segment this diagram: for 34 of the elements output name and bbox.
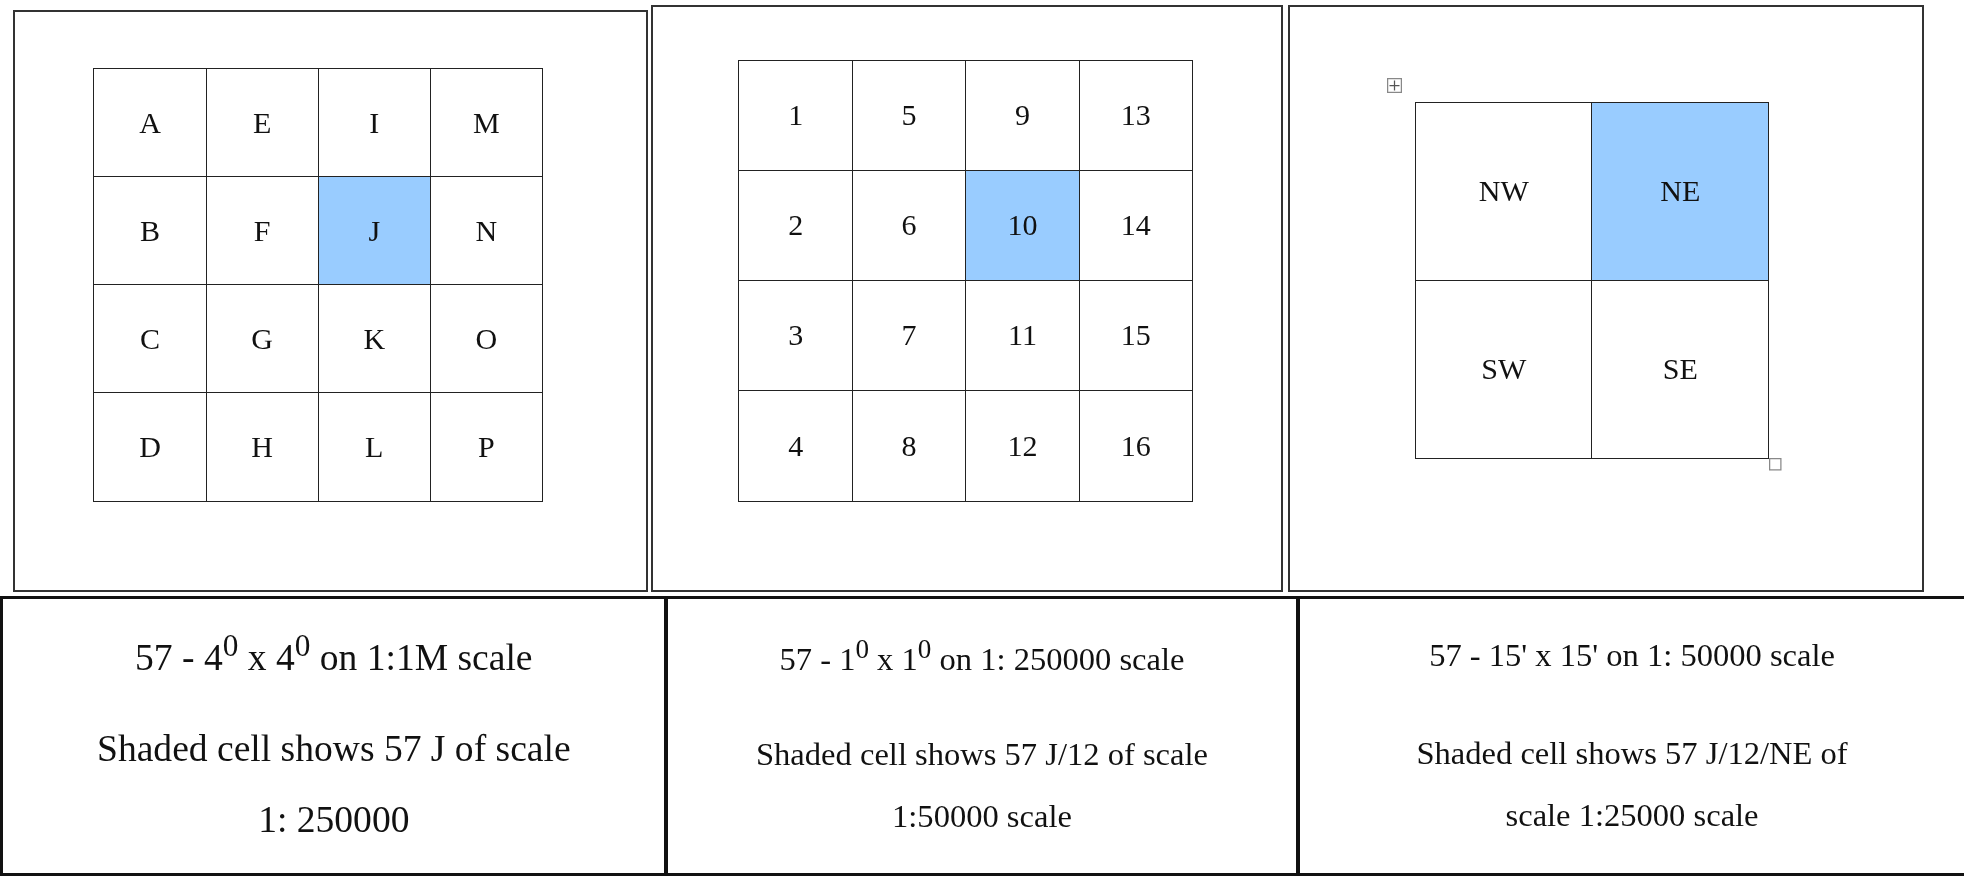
grid-cell: 13 (1078, 59, 1194, 172)
caption-cell (0, 596, 668, 876)
grid-cell: 4 (738, 390, 854, 502)
scale-heading: 57 - 4$^{0}$ x 4$^{0}$ on 1:1M scale (135, 627, 533, 680)
scale-heading: 57 - 15' x 15' on 1: 50000 scale (1429, 635, 1835, 675)
shaded-grid-cell: J (317, 176, 431, 286)
grid-cell: SW (1414, 280, 1593, 460)
grid-cell: C (93, 284, 207, 394)
grid-cell: D (93, 392, 207, 502)
grid-cell: 16 (1078, 390, 1194, 502)
grid-cell: 12 (965, 390, 1080, 502)
grid-cell: O (429, 284, 544, 394)
map-panel (12, 10, 648, 593)
map-panel (1287, 5, 1924, 593)
grid-cell: N (429, 176, 544, 286)
shaded-grid-cell: NE (1591, 102, 1770, 282)
grid-cell: L (317, 392, 431, 502)
caption-text: Shaded cell shows 57 J/12/NE of scale 1:25000 scale (1415, 734, 1849, 835)
caption-text: Shaded cell shows 57 J/12 of scale 1:50000 scale (755, 735, 1209, 837)
map-panel (651, 5, 1283, 593)
grid-cell: H (205, 392, 319, 502)
grid-cell: NW (1414, 102, 1593, 282)
caption-cell (1296, 596, 1964, 876)
shaded-grid-cell: 10 (965, 169, 1080, 282)
grid-cell: M (429, 68, 544, 178)
caption-text: Shaded cell shows 57 J of scale 1: 250000 (96, 726, 572, 842)
grid-cell: 8 (851, 390, 967, 502)
grid-cell: A (93, 68, 207, 178)
grid-cell: P (429, 392, 544, 502)
scale-heading: 57 - 1$^{0}$ x 1$^{0}$ on 1: 250000 scale (779, 632, 1185, 679)
caption-cell (663, 596, 1301, 876)
grid-cell: B (93, 176, 207, 286)
grid-cell: 1 (738, 59, 854, 172)
grid-cell: SE (1591, 280, 1770, 460)
